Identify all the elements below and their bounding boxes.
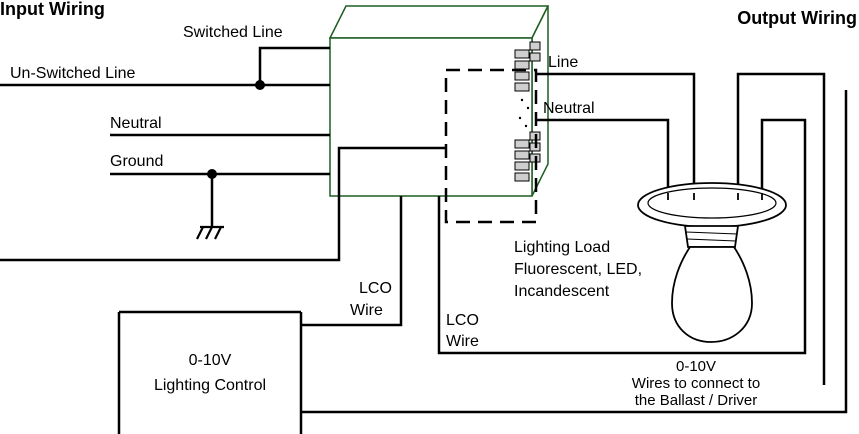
output-terminal-dashed-box [444, 68, 538, 224]
lco-right-label-2: Wire [446, 333, 479, 350]
neutral-in-label: Neutral [110, 115, 162, 132]
side-dots [518, 98, 530, 128]
lamp [637, 182, 787, 343]
dim-wire-outer [736, 72, 826, 385]
wires-label-3: the Ballast / Driver [635, 392, 758, 409]
lco-wires [301, 118, 807, 355]
switched-line-label: Switched Line [183, 24, 283, 41]
load-label-2: Fluorescent, LED, [514, 261, 642, 278]
relay-box-front [329, 37, 533, 197]
load-label-1: Lighting Load [514, 239, 610, 256]
terminal-block-top [514, 41, 541, 92]
lco-wire-left [301, 196, 403, 327]
junction-dot-line [255, 80, 265, 90]
wires-label-2: Wires to connect to [632, 375, 760, 392]
output-wires [301, 72, 848, 414]
ground-label: Ground [110, 153, 163, 170]
ground-symbol [196, 225, 224, 240]
internal-ground-wire [0, 146, 446, 262]
lco-left-label-1: LCO [359, 280, 392, 297]
line-out-wire [536, 72, 696, 193]
lco-right-label-1: LCO [446, 312, 479, 329]
wires-label-1: 0-10V [676, 358, 716, 375]
load-label-3: Incandescent [514, 283, 610, 300]
unswitched-line-label: Un-Switched Line [10, 65, 136, 82]
input-wiring-title: Input Wiring [0, 0, 105, 19]
lco-left-label-2: Wire [350, 302, 383, 319]
neutral-out-label: Neutral [543, 100, 595, 117]
control-label-1: 0-10V [189, 352, 232, 369]
lighting-control-box [117, 310, 303, 434]
lamp-base [683, 225, 740, 248]
line-out-label: Line [548, 54, 578, 71]
switched-line-wire [258, 46, 330, 85]
lco-wire-right [437, 118, 807, 355]
relay-box [328, 5, 550, 197]
output-wiring-title: Output Wiring [737, 8, 857, 28]
control-label-2: Lighting Control [154, 377, 266, 394]
neutral-out-wire [536, 118, 670, 193]
relay-box-top [328, 5, 550, 39]
lamp-holder-inner [647, 187, 777, 219]
input-wires [0, 46, 446, 262]
lamp-bulb [671, 246, 753, 343]
control-return-wire [301, 90, 848, 414]
